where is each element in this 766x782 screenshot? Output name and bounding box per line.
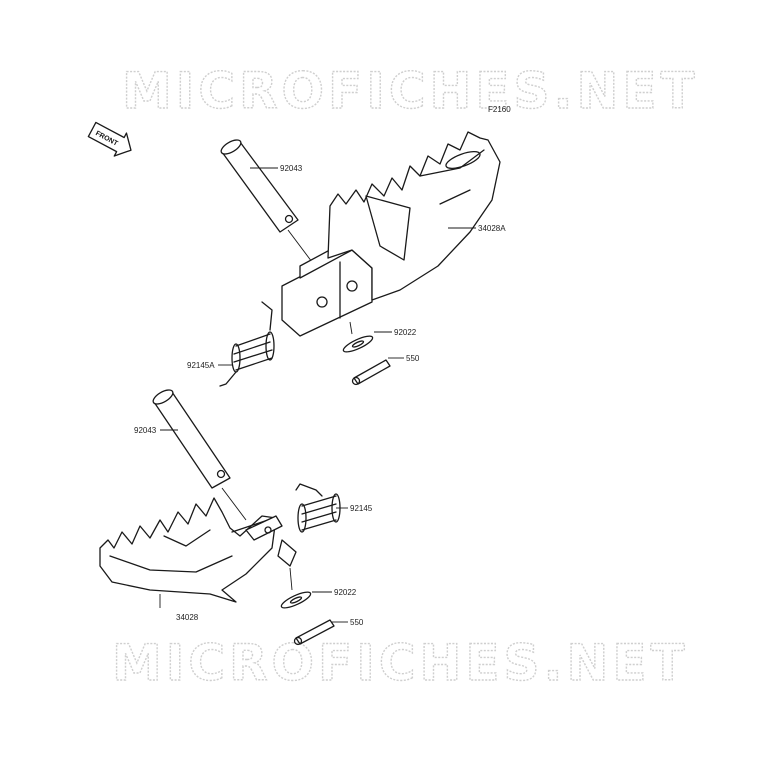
label-92022-upper: 92022 [394, 328, 417, 337]
washer-upper-icon [342, 335, 374, 353]
cotter-pin-upper-icon [351, 359, 391, 386]
footpeg-right-icon [281, 131, 501, 337]
label-34028A: 34028A [478, 224, 506, 233]
label-92145A: 92145A [187, 361, 215, 370]
label-92043-lower: 92043 [134, 426, 157, 435]
watermark-bottom: MICROFICHES.NET [112, 634, 689, 692]
label-550-lower: 550 [350, 618, 364, 627]
spring-upper-icon [219, 301, 275, 387]
label-34028: 34028 [176, 613, 199, 622]
front-arrow-icon: FRONT [87, 121, 132, 157]
figure-code: F2160 [488, 105, 511, 114]
label-92145: 92145 [350, 504, 373, 513]
spring-lower-icon [295, 483, 341, 533]
footpeg-left-icon [99, 497, 297, 603]
label-92043-upper: 92043 [280, 164, 303, 173]
watermark-top: MICROFICHES.NET [122, 62, 699, 120]
label-550-upper: 550 [406, 354, 420, 363]
washer-lower-icon [280, 591, 312, 609]
label-92022-lower: 92022 [334, 588, 357, 597]
cotter-pin-lower-icon [293, 619, 335, 646]
pin-lower-icon [152, 389, 231, 489]
pin-upper-icon [220, 139, 299, 233]
